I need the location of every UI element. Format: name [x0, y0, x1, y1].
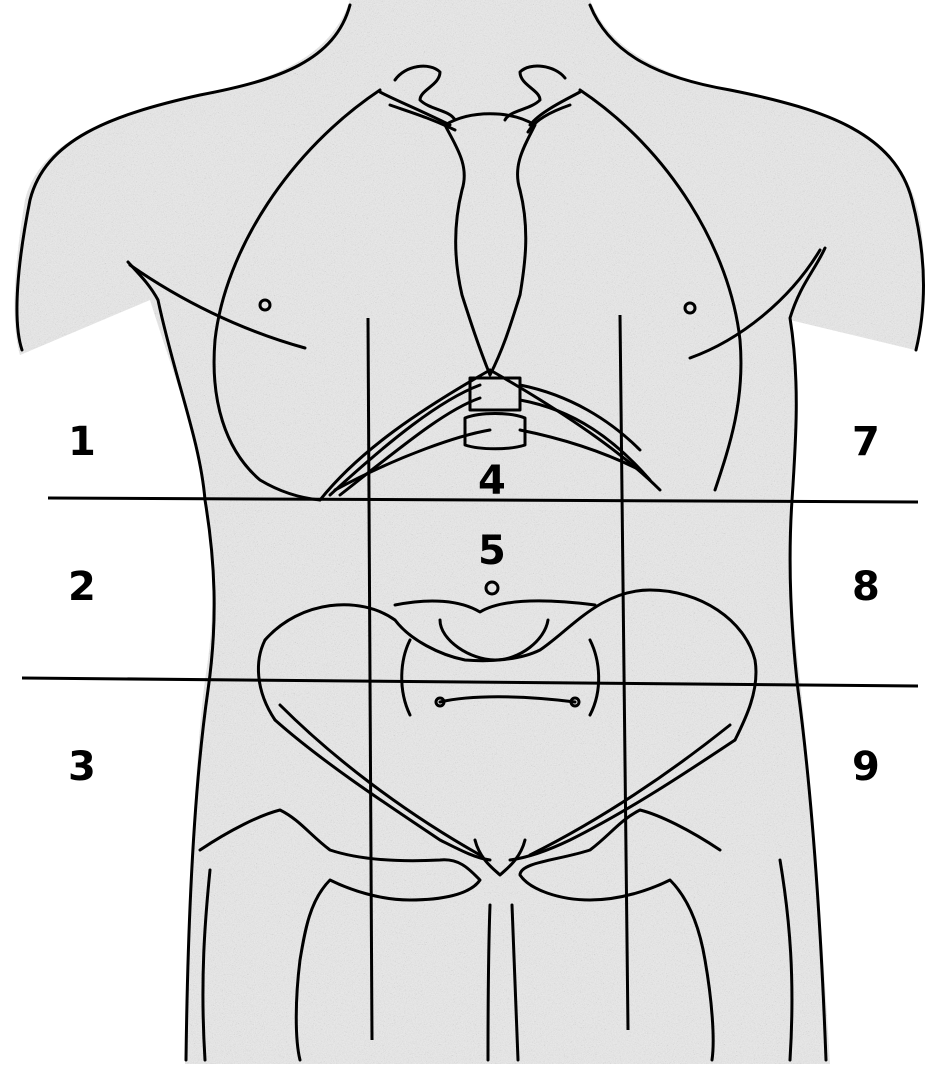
region-label-3: 3 — [68, 744, 96, 790]
region-label-8: 8 — [852, 564, 880, 610]
region-label-5: 5 — [478, 528, 506, 574]
region-label-2: 2 — [68, 564, 96, 610]
region-label-7: 7 — [852, 419, 880, 465]
region-label-4: 4 — [478, 458, 506, 504]
region-label-9: 9 — [852, 744, 880, 790]
region-label-1: 1 — [68, 419, 96, 465]
